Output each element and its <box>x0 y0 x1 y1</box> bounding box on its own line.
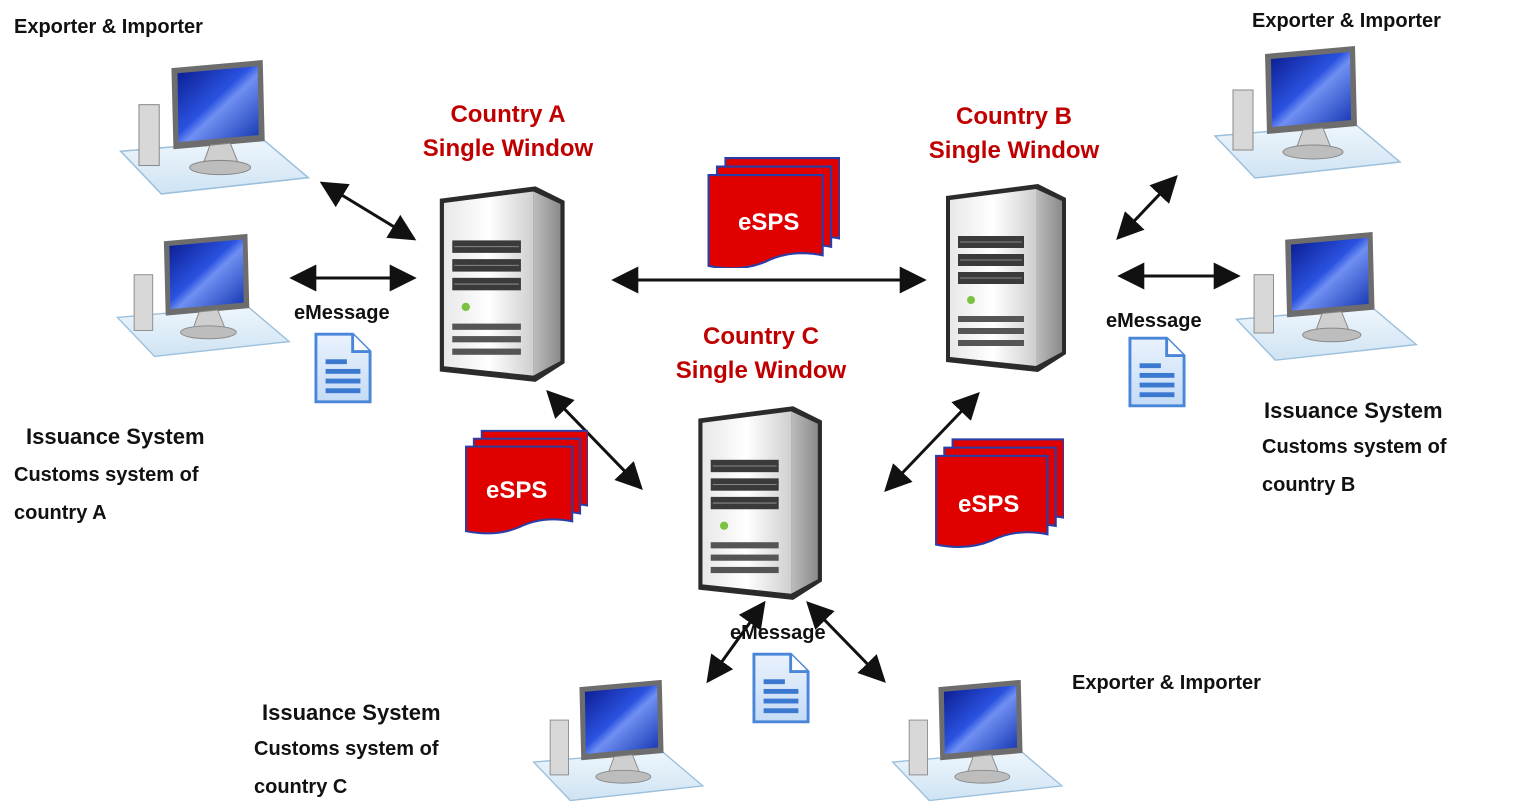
computer-icon <box>533 679 704 802</box>
server-icon <box>697 405 823 601</box>
emessage-c-label: eMessage <box>730 622 826 644</box>
customs-system-a-line1: Customs system of <box>14 464 199 486</box>
esps-document-icon: eSPS <box>464 429 588 535</box>
connection-arrows <box>289 175 1241 684</box>
country-a-title-line1: Country A <box>450 101 566 128</box>
customs-system-c-line2: country C <box>254 776 348 798</box>
computer-icon <box>119 59 310 195</box>
country-a-title-line2: Single Window <box>422 135 594 162</box>
server-icon <box>439 185 566 383</box>
customs-system-c-line1: Customs system of <box>254 738 439 760</box>
server-icon <box>945 183 1067 373</box>
arrow-a-c <box>546 390 643 490</box>
computer-icon <box>1235 231 1418 361</box>
customs-system-b-line2: country B <box>1262 474 1356 496</box>
arrow-a-exporter <box>319 181 417 241</box>
arrow-b-c <box>884 392 980 492</box>
exporter-importer-b-label: Exporter & Importer <box>1252 10 1441 32</box>
computer-icon <box>891 679 1063 802</box>
emessage-b-label: eMessage <box>1106 310 1202 332</box>
esps-label-ab: eSPS <box>738 209 799 236</box>
arrow-c-exporter <box>806 601 886 683</box>
customs-system-b-line1: Customs system of <box>1262 436 1447 458</box>
arrow-b-exporter <box>1116 175 1178 240</box>
document-icon <box>1128 336 1186 408</box>
esps-label-ac: eSPS <box>486 477 547 504</box>
computer-icon <box>116 233 290 358</box>
computer-icon <box>1214 45 1401 179</box>
customs-system-a-line2: country A <box>14 502 107 524</box>
esps-document-icon: eSPS <box>935 438 1064 548</box>
exporter-importer-a-label: Exporter & Importer <box>14 16 203 38</box>
issuance-system-c-label: Issuance System <box>262 700 441 725</box>
emessage-a-label: eMessage <box>294 302 390 324</box>
country-c-title: Country C Single Window <box>662 320 860 388</box>
country-c-title-line1: Country C <box>703 323 819 350</box>
country-b-title: Country B Single Window <box>916 100 1112 168</box>
country-a-title: Country A Single Window <box>418 98 598 166</box>
arrow-c-issuance <box>706 600 766 684</box>
esps-document-icon: eSPS <box>707 157 840 268</box>
country-b-title-line2: Single Window <box>928 137 1100 164</box>
document-icon <box>752 652 810 724</box>
country-c-title-line2: Single Window <box>675 357 847 384</box>
issuance-system-b-label: Issuance System <box>1264 398 1443 423</box>
issuance-system-a-label: Issuance System <box>26 424 205 449</box>
country-b-title-line1: Country B <box>956 103 1072 130</box>
exporter-importer-c-label: Exporter & Importer <box>1072 672 1261 694</box>
esps-label-bc: eSPS <box>958 491 1019 518</box>
document-icon <box>314 332 372 404</box>
